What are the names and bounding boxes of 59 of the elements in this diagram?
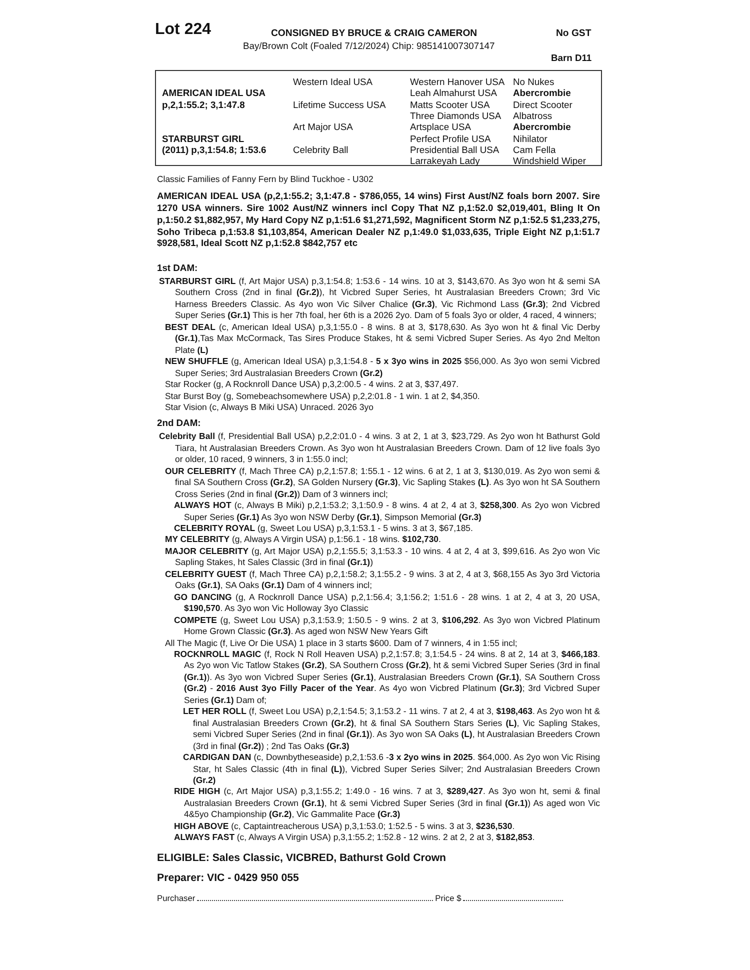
ancestor-name: Abercrombie xyxy=(513,121,571,132)
price-label: Price $ xyxy=(435,892,462,903)
ancestor-name: Artsplace USA xyxy=(410,121,471,132)
race-record-text: CARDIGAN DAN (c, Downbytheseaside) p,2,1:53.6 -3 x 2yo wins in 2025. $64,000. As 2yo won Vic Rising Star, ht Sales Classic (4th in final (L)), Vicbred Super Series Silver; 2nd Australasian Breeders Crown (Gr.2) xyxy=(183,752,600,786)
barn-number: Barn D11 xyxy=(551,52,592,63)
section-heading: 1st DAM: xyxy=(157,262,198,274)
race-record-text: Star Rocker (g, A Rocknroll Dance USA) p,3,2:00.5 - 4 wins. 2 at 3, $37,497. xyxy=(165,379,460,390)
race-record-text: Star Vision (c, Always B Miki USA) Unraced. 2026 3yo xyxy=(165,402,374,414)
ancestor-name: Lifetime Success USA xyxy=(293,98,386,110)
horse-description: Bay/Brown Colt (Foaled 7/12/2024) Chip: 985141007307147 xyxy=(243,40,495,51)
race-record-text: ROCKNROLL MAGIC (f, Rock N Roll Heaven USA) p,2,1:57.8; 3,1:54.5 - 24 wins. 8 at 2, 14 at 3, $466,183. As 2yo won Vic Tatlow Stakes (Gr.2), SA Southern Cross (Gr.2), ht & semi Vicbred Super Series (3rd in final (Gr.1)). As 3yo won Vicbred Super Series (Gr.1), Australasian Breeders Crown (Gr.1), SA Southern Cross (Gr.2) - 2016 Aust 3yo Filly Pacer of the Year. As 4yo won Vicbred Platinum (Gr.3); 3rd Vicbred Super Series (Gr.1) Dam of; xyxy=(174,649,600,706)
race-record-text: NEW SHUFFLE (g, American Ideal USA) p,3,1:54.8 - 5 x 3yo wins in 2025 $56,000. As 3yo won semi Vicbred Super Series; 3rd Australasian Breeders Crown (Gr.2) xyxy=(165,356,600,380)
purchaser-label: Purchaser xyxy=(157,892,196,903)
ancestor-name: Leah Almahurst USA xyxy=(410,87,498,98)
race-record-text: CELEBRITY ROYAL (g, Sweet Lou USA) p,3,1:53.1 - 5 wins. 3 at 3, $67,185. xyxy=(174,523,474,534)
ancestor-name: Presidential Ball USA xyxy=(410,144,500,155)
ancestor-name: Perfect Profile USA xyxy=(410,132,491,144)
race-record-text: GO DANCING (g, A Rocknroll Dance USA) p,2,1:56.4; 3,1:56.2; 1:51.6 - 28 wins. 1 at 2, 4 at 3, 20 USA, $190,570. As 3yo won Vic Holloway 3yo Classic xyxy=(174,592,600,615)
ancestor-name: Nihilator xyxy=(513,132,548,144)
race-record-text: Star Burst Boy (g, Somebeachsomewhere USA) p,2,2:01.8 - 1 win. 1 at 2, $4,350. xyxy=(165,390,481,402)
race-record-text: HIGH ABOVE (c, Captaintreacherous USA) p,3,1:53.0; 1:52.5 - 5 wins. 3 at 3, $236,530. xyxy=(174,820,516,832)
ancestor-name: Cam Fella xyxy=(513,144,556,155)
race-record-text: COMPETE (g, Sweet Lou USA) p,3,1:53.9; 1:50.5 - 9 wins. 2 at 3, $106,292. As 3yo won Vicbred Platinum Home Grown Classic (Gr.3). As aged won NSW New Years Gift xyxy=(174,614,600,638)
sire-dam-name: AMERICAN IDEAL USA xyxy=(162,87,266,98)
race-record-text: MY CELEBRITY (g, Always A Virgin USA) p,1:56.1 - 18 wins. $102,730. xyxy=(165,534,442,546)
section-heading: 2nd DAM: xyxy=(157,417,201,429)
race-record-text: STARBURST GIRL (f, Art Major USA) p,3,1:54.8; 1:53.6 - 14 wins. 10 at 3, $143,670. As 3yo won ht & semi SA Southern Cross (2nd in final (Gr.2)), ht Vicbred Super Series, ht Australasian Breeders Crown; 3rd Vic Harness Breeders Classic. As 4yo won Vic Silver Chalice (Gr.3), Vic Richmond Lass (Gr.3); 2nd Vicbred Super Series (Gr.1) This is her 7th foal, her 6th is a 2026 2yo. Dam of 5 foals 3yo or older, 4 raced, 4 winners; xyxy=(159,276,600,322)
ancestor-name: Albatross xyxy=(513,110,552,121)
race-record-text: Celebrity Ball (f, Presidential Ball USA) p,2,2:01.0 - 4 wins. 3 at 2, 1 at 3, $23,729. As 2yo won ht Bathurst Gold Tiara, ht Australasian Breeders Crown. As 3yo won ht Australasian Breeders Crown. Dam of 12 live foals 3yo or older, 10 raced, 9 winners, 3 in 1:55.0 incl; xyxy=(159,431,600,466)
sire-dam-name: STARBURST GIRL xyxy=(162,132,244,144)
race-record-text: MAJOR CELEBRITY (g, Art Major USA) p,2,1:55.5; 3,1:53.3 - 10 wins. 4 at 2, 4 at 3, $99,616. As 2yo won Vic Sapling Stakes, ht Sales Classic (3rd in final (Gr.1)) xyxy=(165,546,600,569)
ancestor-name: Art Major USA xyxy=(293,121,353,132)
race-record-text: p,2,1:55.2; 3,1:47.8 xyxy=(162,98,245,110)
ancestor-name: Matts Scooter USA xyxy=(410,98,490,110)
ancestor-name: Western Ideal USA xyxy=(293,76,373,87)
family-note: Classic Families of Fanny Fern by Blind Tuckhoe - U302 xyxy=(157,174,374,186)
lot-number: Lot 224 xyxy=(155,21,212,39)
ancestor-name: No Nukes xyxy=(513,76,554,87)
ancestor-name: Three Diamonds USA xyxy=(410,110,502,121)
race-record-text: RIDE HIGH (c, Art Major USA) p,3,1:55.2; 1:49.0 - 16 wins. 7 at 3, $289,427. As 3yo won ht, semi & final Australasian Breeders Crown (Gr.1), ht & semi Vicbred Super Series (3rd in final (Gr.1)) As aged won Vic 4&5yo Championship (Gr.2), Vic Gammalite Pace (Gr.3) xyxy=(174,786,600,821)
consignor-text: CONSIGNED BY BRUCE & CRAIG CAMERON xyxy=(271,28,478,39)
preparer-text: Preparer: VIC - 0429 950 055 xyxy=(157,872,299,885)
gst-note: No GST xyxy=(556,28,592,39)
ancestor-name: Windshield Wiper xyxy=(513,155,586,166)
race-record-text: OUR CELEBRITY (f, Mach Three CA) p,2,1:57.8; 1:55.1 - 12 wins. 6 at 2, 1 at 3, $130,019. As 2yo won semi & final SA Southern Cross (Gr.2), SA Golden Nursery (Gr.3), Vic Sapling Stakes (L). As 3yo won ht SA Southern Cross Series (2nd in final (Gr.2)) Dam of 3 winners incl; xyxy=(165,466,600,500)
ancestor-name: Western Hanover USA xyxy=(410,76,505,87)
race-record-text: ALWAYS FAST (c, Always A Virgin USA) p,3,1:55.2; 1:52.8 - 12 wins. 2 at 2, 2 at 3, $182,853. xyxy=(174,832,536,844)
race-record-text: All The Magic (f, Live Or Die USA) 1 place in 3 starts $600. Dam of 7 winners, 4 in 1:55 incl; xyxy=(165,638,518,650)
ancestor-name: Direct Scooter xyxy=(513,98,572,110)
race-record-text: BEST DEAL (c, American Ideal USA) p,3,1:55.0 - 8 wins. 8 at 3, $178,630. As 3yo won ht & final Vic Derby (Gr.1),Tas Max McCormack, Tas Sires Produce Stakes, ht & semi Vicbred Super Series. As 4yo 2nd Melton Plate (L) xyxy=(165,322,600,356)
race-record-text: LET HER ROLL (f, Sweet Lou USA) p,2,1:54.5; 3,1:53.2 - 11 wins. 7 at 2, 4 at 3, $198,463. As 2yo won ht & final Australasian Breeders Crown (Gr.2), ht & final SA Southern Stars Series (L), Vic Sapling Stakes, semi Vicbred Super Series (2nd in final (Gr.1)). As 3yo won SA Oaks (L), ht Australasian Breeders Crown (3rd in final (Gr.2)) ; 2nd Tas Oaks (Gr.3) xyxy=(183,706,600,752)
race-record-text: CELEBRITY GUEST (f, Mach Three CA) p,2,1:58.2; 3,1:55.2 - 9 wins. 3 at 2, 4 at 3, $68,155 As 3yo 3rd Victoria Oaks (Gr.1), SA Oaks (Gr.1) Dam of 4 winners incl; xyxy=(165,568,600,592)
ancestor-name: Larrakeyah Lady xyxy=(410,155,480,166)
race-record-text: ALWAYS HOT (c, Always B Miki) p,2,1:53.2; 3,1:50.9 - 8 wins. 4 at 2, 4 at 3, $258,300. As 2yo won Vicbred Super Series (Gr.1) As 3yo won NSW Derby (Gr.1), Simpson Memorial (Gr.3) xyxy=(174,500,600,524)
race-record-text: (2011) p,3,1:54.8; 1:53.6 xyxy=(162,144,266,155)
sire-summary: AMERICAN IDEAL USA (p,2,1:55.2; 3,1:47.8 - $786,055, 14 wins) First Aust/NZ foals born 2007. Sire 1270 USA winners. Sire 1002 Aust/NZ winners incl Copy That NZ p,1:52.0 $2,019,401, Bling It On p,1:50.2 $1,882,957, My Hard Copy NZ p,1:51.6 $1,271,592, Magnificent Storm NZ p,1:52.5 $1,233,275, Soho Tribeca p,1:53.8 $1,103,854, American Dealer NZ p,1:49.0 $1,033,635, Triple Eight NZ p,1:51.7 $928,581, Ideal Scott NZ p,1:52.8 $842,757 etc xyxy=(157,191,600,250)
eligibility-text: ELIGIBLE: Sales Classic, VICBRED, Bathurst Gold Crown xyxy=(157,852,446,865)
ancestor-name: Celebrity Ball xyxy=(293,144,348,155)
ancestor-name: Abercrombie xyxy=(513,87,571,98)
